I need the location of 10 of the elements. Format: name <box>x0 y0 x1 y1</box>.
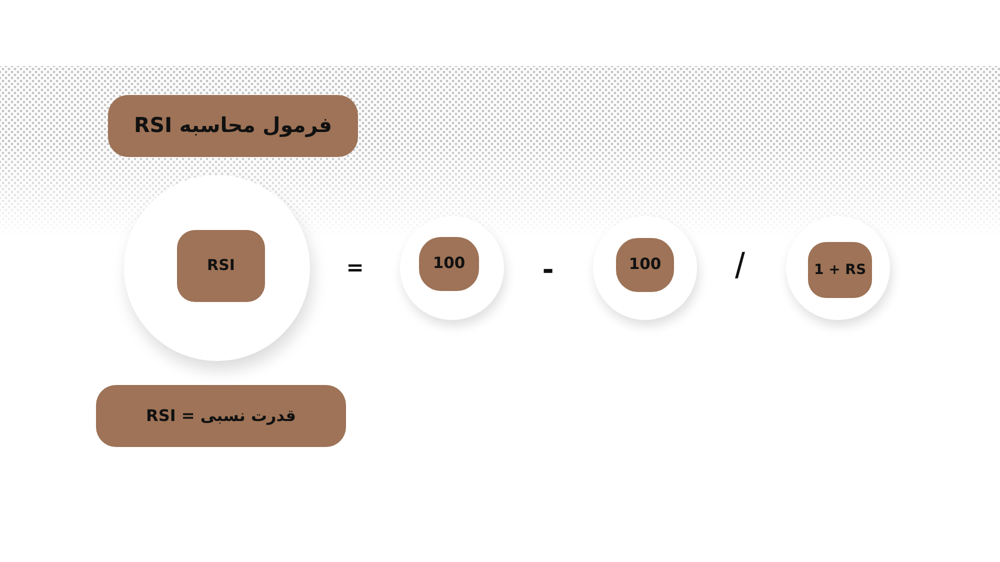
term-circle <box>124 175 310 361</box>
variable-box: RSI <box>177 230 265 302</box>
number-box: 100 <box>616 238 674 292</box>
number-box: 100 <box>419 237 479 291</box>
formula-box: 1 + RS <box>808 242 872 298</box>
equals-sign: = <box>346 258 364 278</box>
minus-sign: - <box>542 256 554 284</box>
title-pill: فرمول محاسبه RSI <box>108 95 358 157</box>
division-slash: / <box>735 248 745 284</box>
definition-pill: قدرت نسبی = RSI <box>96 385 346 447</box>
